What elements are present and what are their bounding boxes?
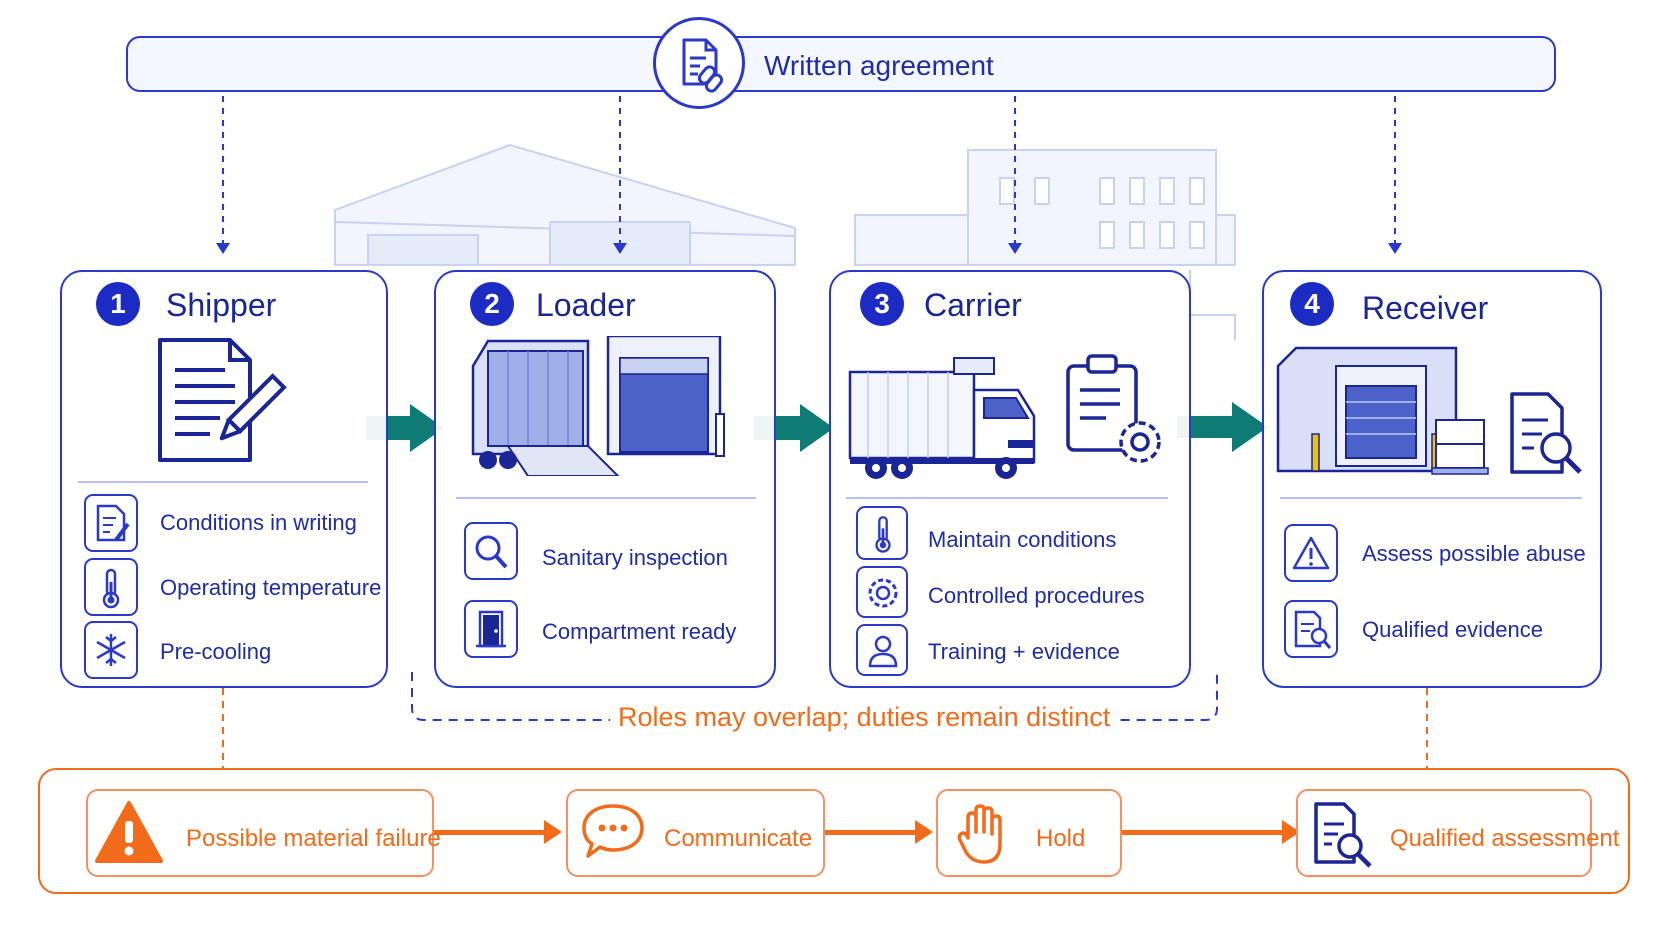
shipper-divider — [78, 481, 368, 483]
receiving-dock-illustration — [1276, 346, 1489, 475]
warning-icon — [1284, 524, 1338, 582]
shipper-item-1-label: Conditions in writing — [160, 510, 357, 535]
receiver-item-2-label: Qualified evidence — [1362, 617, 1544, 642]
document-edit-icon — [84, 494, 138, 552]
step-number-1: 1 — [96, 282, 140, 326]
written-agreement-label: Written agreement — [764, 50, 994, 81]
agreement-arrowheads — [216, 243, 1402, 254]
document-search-icon — [1310, 800, 1376, 875]
overlap-note: Roles may overlap; duties remain distinc… — [610, 702, 1119, 733]
document-magnifier-icon — [1508, 390, 1588, 485]
door-icon — [464, 600, 518, 658]
thermometer-icon — [84, 558, 138, 616]
receiver-illustration — [1276, 346, 1491, 486]
carrier-illustration — [848, 354, 1046, 489]
carrier-card — [829, 270, 1191, 688]
receiver-divider — [1280, 497, 1582, 499]
shipper-title: Shipper — [166, 287, 277, 323]
step-number-2: 2 — [470, 282, 514, 326]
written-agreement-bar — [126, 36, 1556, 92]
refrigerated-truck-illustration — [848, 357, 1036, 479]
step-number-3: 3 — [860, 282, 904, 326]
truck-loading-dock-illustration — [471, 334, 725, 477]
carrier-item-1-label: Maintain conditions — [928, 527, 1117, 552]
receiver-title: Receiver — [1362, 290, 1489, 326]
person-icon — [856, 624, 908, 676]
step-number-4: 4 — [1290, 282, 1334, 326]
speech-bubble-icon — [580, 802, 646, 867]
shipper-item-3-label: Pre-cooling — [160, 639, 272, 664]
hand-stop-icon — [956, 802, 1008, 871]
overlap-bracket — [411, 672, 1218, 721]
failure-step-3-label: Hold — [1036, 825, 1086, 852]
receiver-item-1-label: Assess possible abuse — [1362, 541, 1586, 566]
shipper-item-2-label: Operating temperature — [160, 575, 382, 600]
carrier-item-3-label: Training + evidence — [928, 639, 1120, 664]
failure-step-2-label: Communicate — [664, 825, 813, 852]
shipper-illustration — [150, 330, 290, 470]
carrier-item-2-label: Controlled procedures — [928, 583, 1145, 608]
failure-step-1-label: Possible material failure — [186, 825, 441, 852]
failure-step-2 — [566, 789, 825, 877]
warning-triangle-icon — [94, 799, 164, 870]
magnifier-icon — [464, 522, 518, 580]
agreement-connectors — [222, 96, 1396, 245]
loader-title: Loader — [536, 287, 636, 323]
gear-icon — [856, 566, 908, 618]
carrier-title: Carrier — [924, 287, 1022, 323]
loader-item-1-label: Sanitary inspection — [542, 545, 728, 570]
loader-divider — [456, 497, 756, 499]
carrier-divider — [846, 497, 1168, 499]
background-buildings — [334, 143, 1236, 340]
document-search-icon — [1284, 600, 1338, 658]
loader-illustration — [468, 334, 738, 481]
loader-item-2-label: Compartment ready — [542, 619, 737, 644]
thermometer-icon — [856, 506, 908, 560]
failure-step-4-label: Qualified assessment — [1390, 825, 1620, 852]
snowflake-icon — [84, 621, 138, 679]
document-link-icon — [653, 17, 745, 109]
clipboard-gear-icon — [1064, 350, 1169, 475]
document-pen-illustration — [158, 338, 287, 462]
